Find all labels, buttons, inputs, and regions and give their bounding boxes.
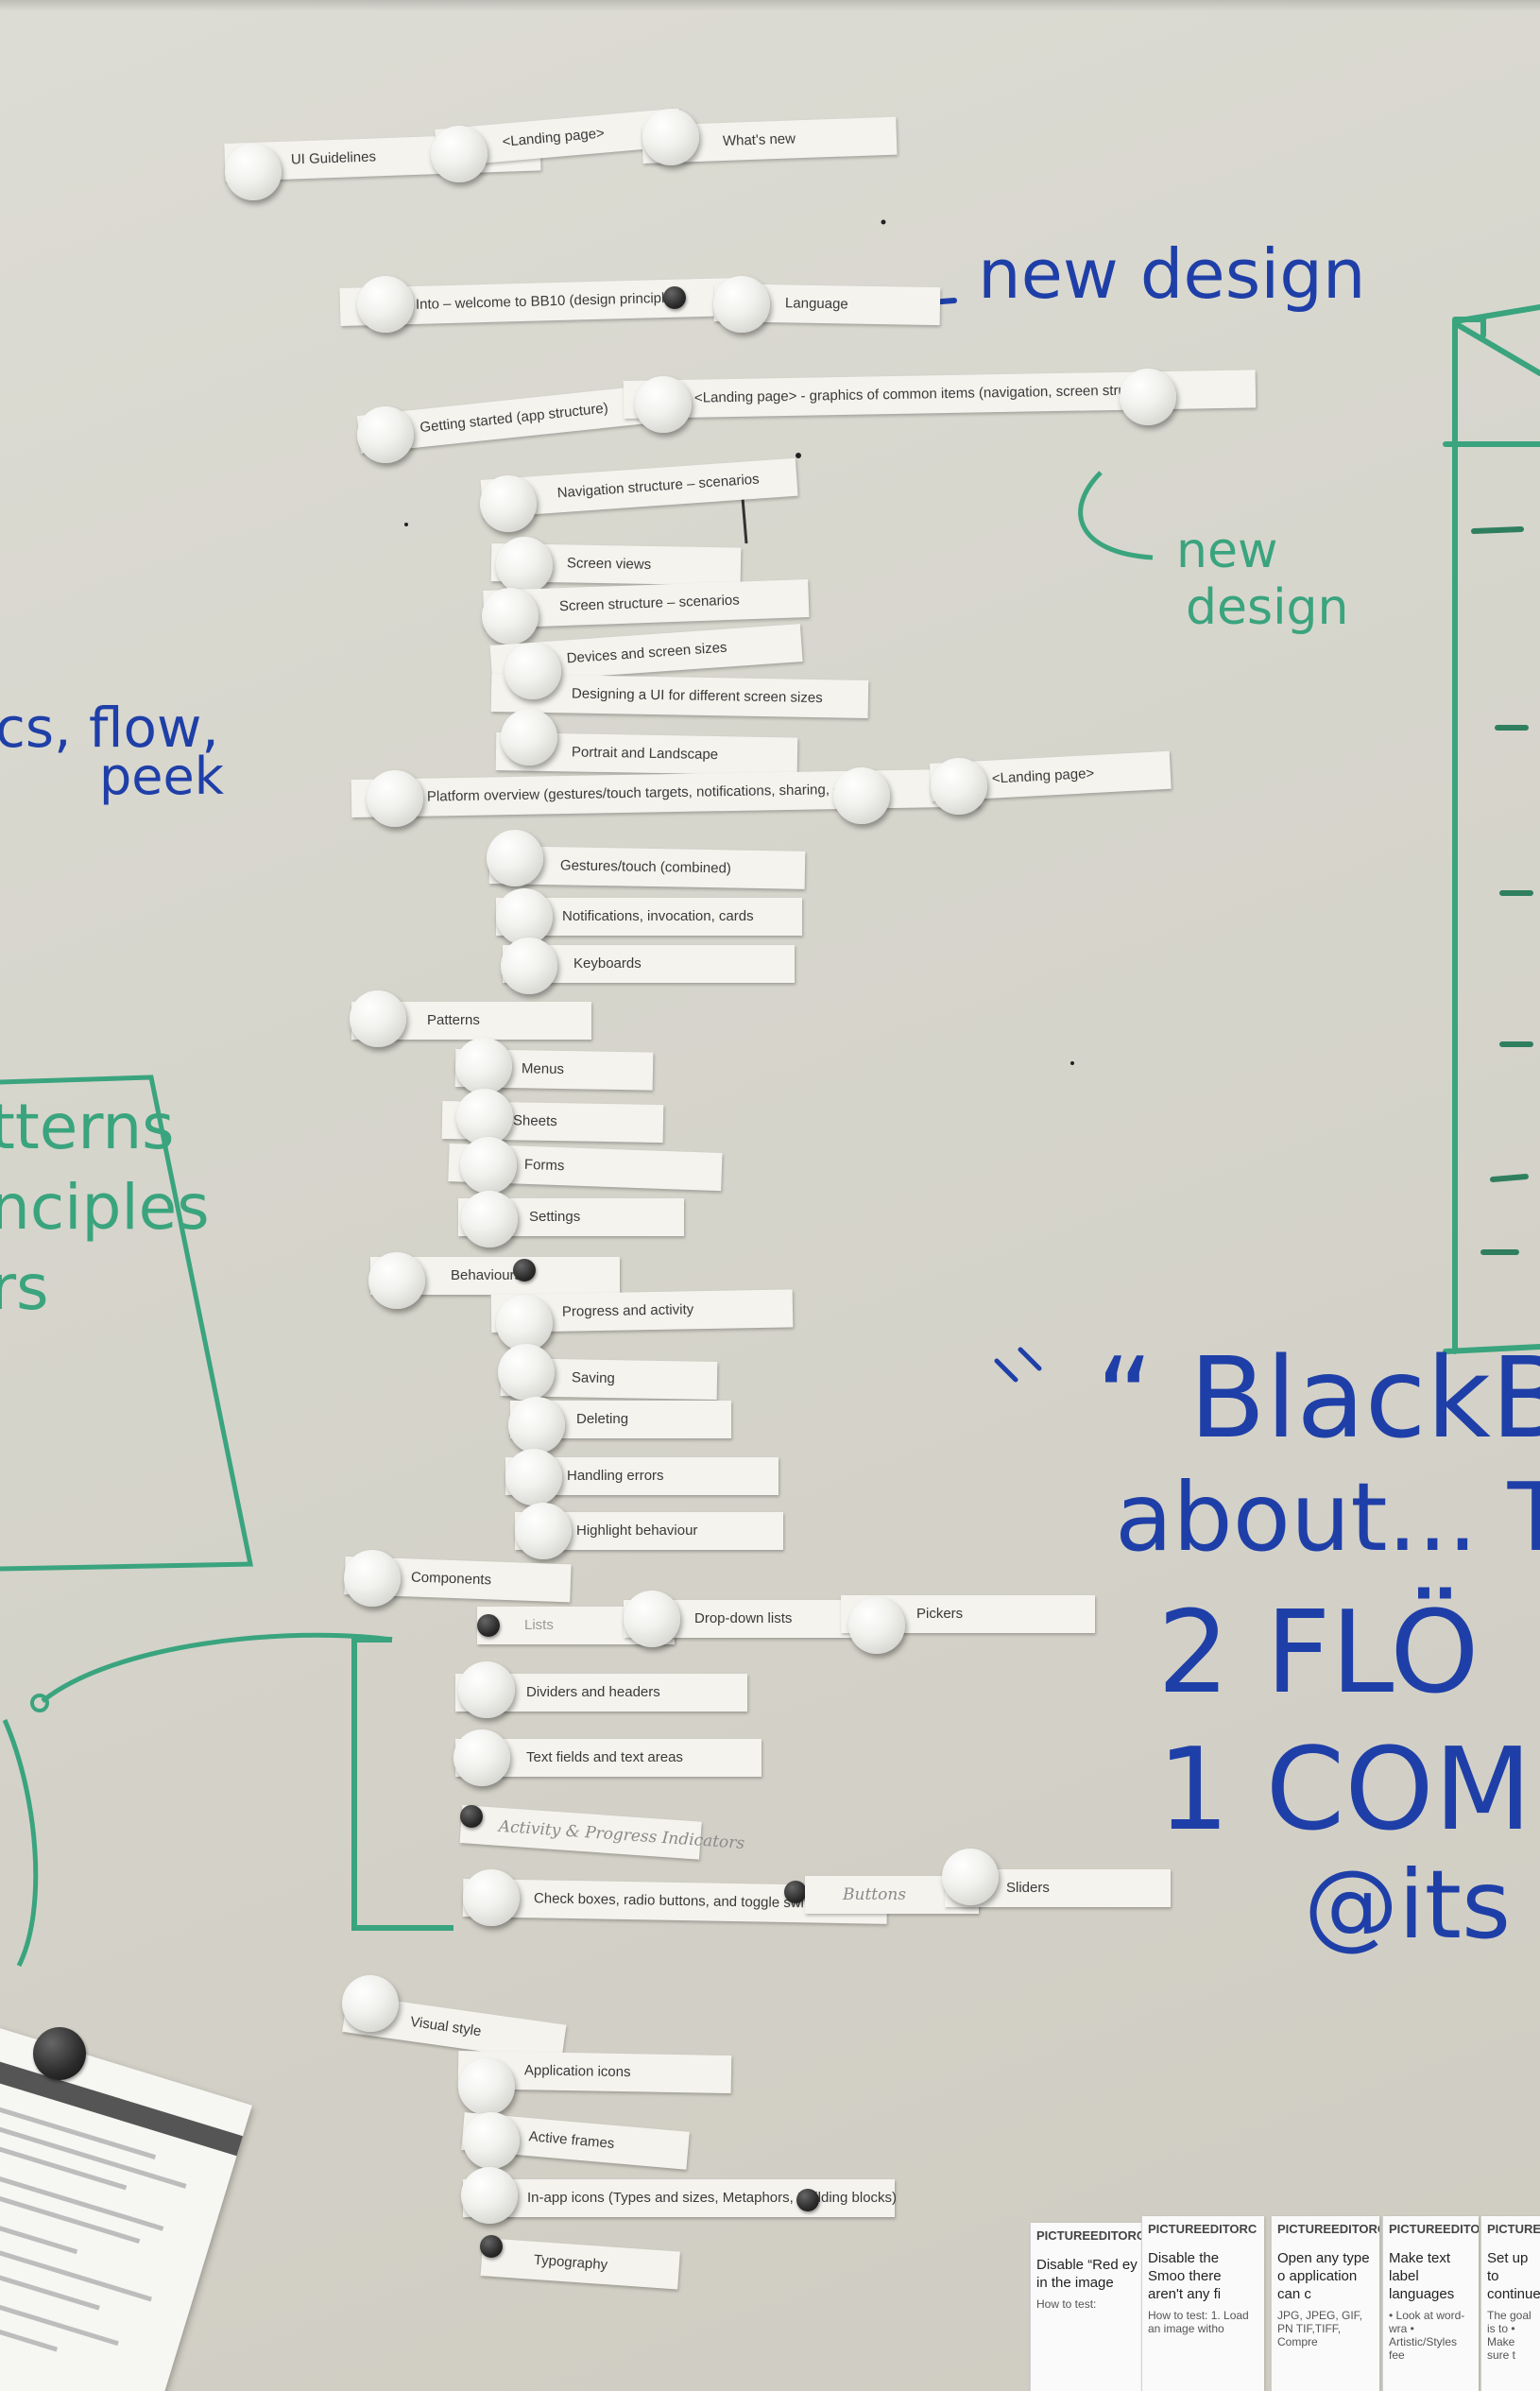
magnet-button <box>453 1729 510 1786</box>
magnet-button <box>498 1344 555 1401</box>
magnet-button <box>496 1295 553 1351</box>
new-design-note: new design <box>978 234 1366 314</box>
magnet-button <box>931 758 987 815</box>
magnet-button <box>357 406 414 463</box>
magnet-button <box>487 830 543 886</box>
magnet-button <box>460 1137 517 1194</box>
magnet-button <box>505 643 561 699</box>
quote-line5: @its <box>1304 1849 1511 1960</box>
magnet-button <box>350 990 406 1047</box>
magnet-button <box>1120 369 1176 425</box>
magnet-button <box>496 888 553 945</box>
whiteboard-top-edge <box>0 0 1540 11</box>
black-magnet <box>477 1614 500 1637</box>
left-box-line3: rs <box>0 1251 49 1324</box>
black-magnet <box>480 2235 503 2258</box>
new-design-side-line2: design <box>1186 579 1349 636</box>
test-card-3: PICTUREEDITORC Open any type o applicati… <box>1271 2216 1379 2391</box>
quote-line2: about... T <box>1115 1462 1540 1573</box>
black-magnet <box>460 1805 483 1828</box>
quote-line3: 2 FLÖ <box>1157 1588 1480 1719</box>
test-card-2: PICTUREEDITORC Disable the Smoo there ar… <box>1141 2216 1264 2391</box>
left-box-line2: nciples <box>0 1171 210 1244</box>
magnet-button <box>463 1869 520 1926</box>
test-card-1: PICTUREEDITORC Disable “Red ey in the im… <box>1030 2223 1143 2391</box>
magnet-button <box>456 1089 513 1145</box>
magnet-button <box>833 767 890 824</box>
magnet-button <box>496 537 553 593</box>
magnet-button <box>505 1449 562 1505</box>
strip-in-app-icons: In-app icons (Types and sizes, Metaphors… <box>463 2179 897 2217</box>
magnet-button <box>458 2058 515 2115</box>
new-design-side-line1: new <box>1176 523 1277 579</box>
magnet-button <box>635 376 692 433</box>
magnet-button <box>455 1038 512 1094</box>
magnet-button <box>501 937 557 994</box>
left-box-line1: tterns <box>0 1091 175 1163</box>
magnet-button <box>482 588 539 645</box>
magnet-button <box>357 276 414 333</box>
magnet-button <box>461 1191 518 1247</box>
magnet-button <box>461 2167 518 2224</box>
test-card-5: PICTUREEDITORC Set up to continue The go… <box>1480 2216 1540 2391</box>
magnet-button <box>225 144 282 200</box>
black-magnet <box>663 286 686 309</box>
magnet-button <box>480 475 537 532</box>
magnet-button <box>431 126 488 182</box>
black-magnet <box>513 1259 536 1282</box>
magnet-button <box>501 709 557 765</box>
magnet-button <box>508 1397 565 1454</box>
test-card-4: PICTUREEDITOR Make text label languages … <box>1382 2216 1479 2391</box>
magnet-button <box>642 109 699 165</box>
magnet-button <box>942 1849 999 1905</box>
magnet-button <box>344 1550 401 1607</box>
magnet-button <box>515 1503 572 1559</box>
left-note-line2: peek <box>99 747 225 806</box>
quote-line4: 1 COM <box>1157 1725 1531 1856</box>
magnet-button <box>624 1591 680 1647</box>
magnet-button <box>713 276 770 333</box>
magnet-button <box>342 1975 399 2032</box>
black-magnet <box>33 2027 86 2080</box>
magnet-button <box>368 1252 425 1309</box>
black-magnet <box>784 1881 807 1903</box>
left-note-line1: cs, flow, <box>0 696 219 760</box>
magnet-button <box>848 1597 905 1654</box>
magnet-button <box>458 1661 515 1718</box>
magnet-button <box>463 2112 520 2169</box>
magnet-button <box>367 770 423 827</box>
quote-line1: “ BlackBerr <box>1096 1333 1540 1463</box>
black-magnet <box>796 2189 819 2211</box>
